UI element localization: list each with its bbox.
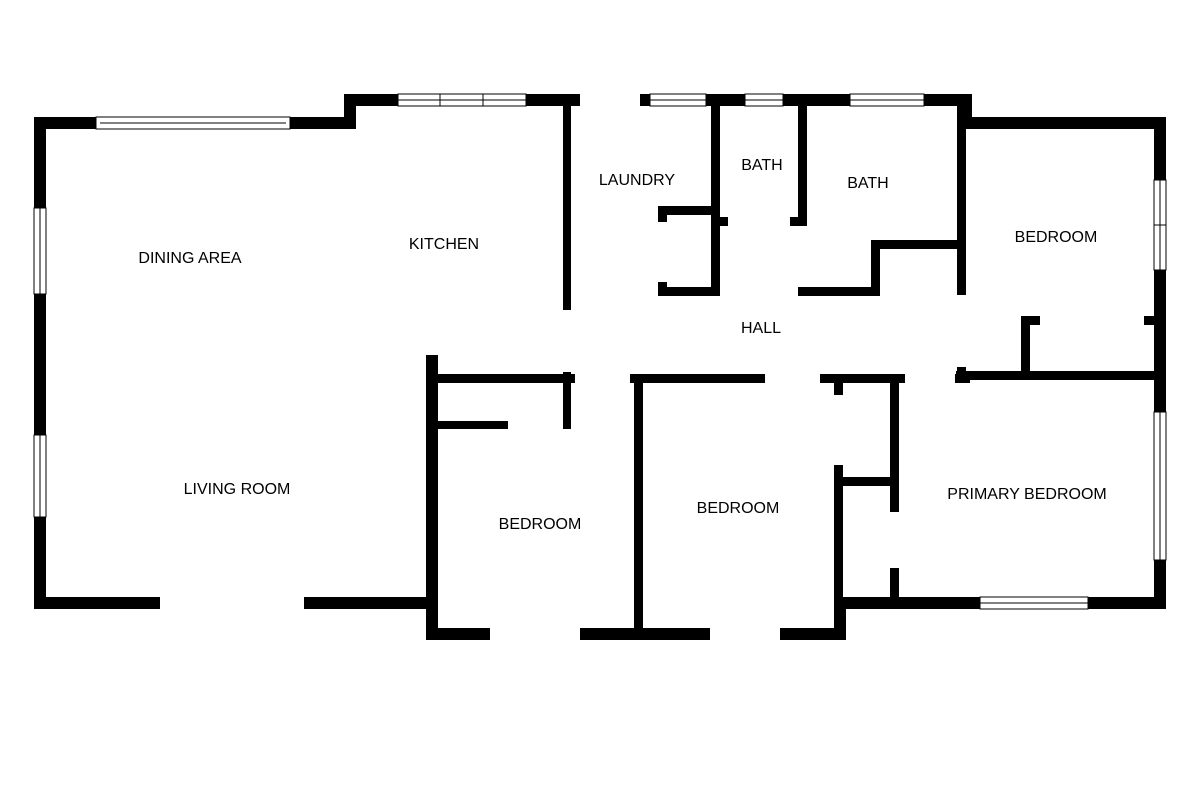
wall-bath1-east <box>798 100 807 226</box>
wall-laundry-closet-top <box>658 206 720 215</box>
opening-laundry-closet <box>657 222 668 282</box>
label-dining-area: DINING AREA <box>138 250 241 267</box>
wall-bedroom-divider <box>634 374 643 636</box>
window-dining-west <box>33 207 47 295</box>
wall-closet-sw-bottom <box>430 421 570 429</box>
window-primary-south <box>979 596 1089 610</box>
room-labels: DINING AREA KITCHEN LAUNDRY BATH BATH BE… <box>138 157 1106 533</box>
label-kitchen: KITCHEN <box>409 236 479 253</box>
opening-mid-bedroom-south <box>710 627 780 641</box>
opening-hall-mid-bedroom <box>765 373 820 384</box>
door-openings <box>160 93 1144 641</box>
opening-bath2 <box>797 232 808 284</box>
opening-ne-closet <box>1040 315 1144 326</box>
wall-step-south-west <box>426 355 438 640</box>
opening-bath1 <box>728 216 790 227</box>
wall-bath2-notch <box>871 240 880 296</box>
wall-laundry-closet-bottom <box>658 287 720 296</box>
opening-hall-primary <box>905 373 955 384</box>
window-bath1-north <box>744 93 784 107</box>
wall-north-bedroom <box>960 117 1166 129</box>
label-bath-2: BATH <box>847 175 888 192</box>
label-bath-1: BATH <box>741 157 782 174</box>
windows <box>33 93 1167 610</box>
opening-sw-closet <box>508 420 563 430</box>
window-kitchen-north <box>397 93 527 107</box>
opening-mid-closet-lower <box>889 512 900 568</box>
opening-mid-closet-upper <box>833 395 844 465</box>
wall-hall-south-east <box>956 371 1166 380</box>
label-primary-bedroom: PRIMARY BEDROOM <box>947 486 1106 503</box>
opening-bath2-closet <box>880 286 956 297</box>
wall-closet-mid-east <box>890 374 899 609</box>
opening-sw-bedroom-south <box>490 627 580 641</box>
opening-hall-ne-bedroom <box>956 295 967 367</box>
wall-west <box>34 117 46 609</box>
wall-ne-closet-west <box>1021 316 1030 380</box>
opening-kitchen-hall <box>562 310 572 372</box>
wall-bath2-south <box>798 287 880 296</box>
wall-closet-mid-west <box>834 374 843 609</box>
opening-living-south <box>160 596 304 610</box>
wall-bath2-east <box>957 100 966 382</box>
window-living-west <box>33 434 47 518</box>
label-hall: HALL <box>741 320 781 337</box>
wall-bath2-notch-top <box>871 240 966 249</box>
window-laundry-north <box>649 93 707 107</box>
wall-kitchen-laundry <box>563 100 571 382</box>
opening-hall-sw-bedroom <box>575 373 630 384</box>
label-laundry: LAUNDRY <box>599 172 676 189</box>
opening-laundry-north <box>580 93 640 107</box>
wall-closet-sw-side <box>563 374 571 429</box>
label-bedroom-south-middle: BEDROOM <box>697 500 780 517</box>
window-bath2-north <box>849 93 925 107</box>
window-ne-bedroom-east <box>1153 179 1167 271</box>
label-living-room: LIVING ROOM <box>184 481 291 498</box>
wall-closet-mid-shelf <box>834 477 899 486</box>
wall-hall-south <box>430 374 970 383</box>
wall-laundry-closet-right <box>711 100 720 296</box>
label-bedroom-northeast: BEDROOM <box>1015 229 1098 246</box>
label-bedroom-south-west: BEDROOM <box>499 516 582 533</box>
window-dining-north <box>95 116 291 130</box>
window-primary-east <box>1153 411 1167 561</box>
